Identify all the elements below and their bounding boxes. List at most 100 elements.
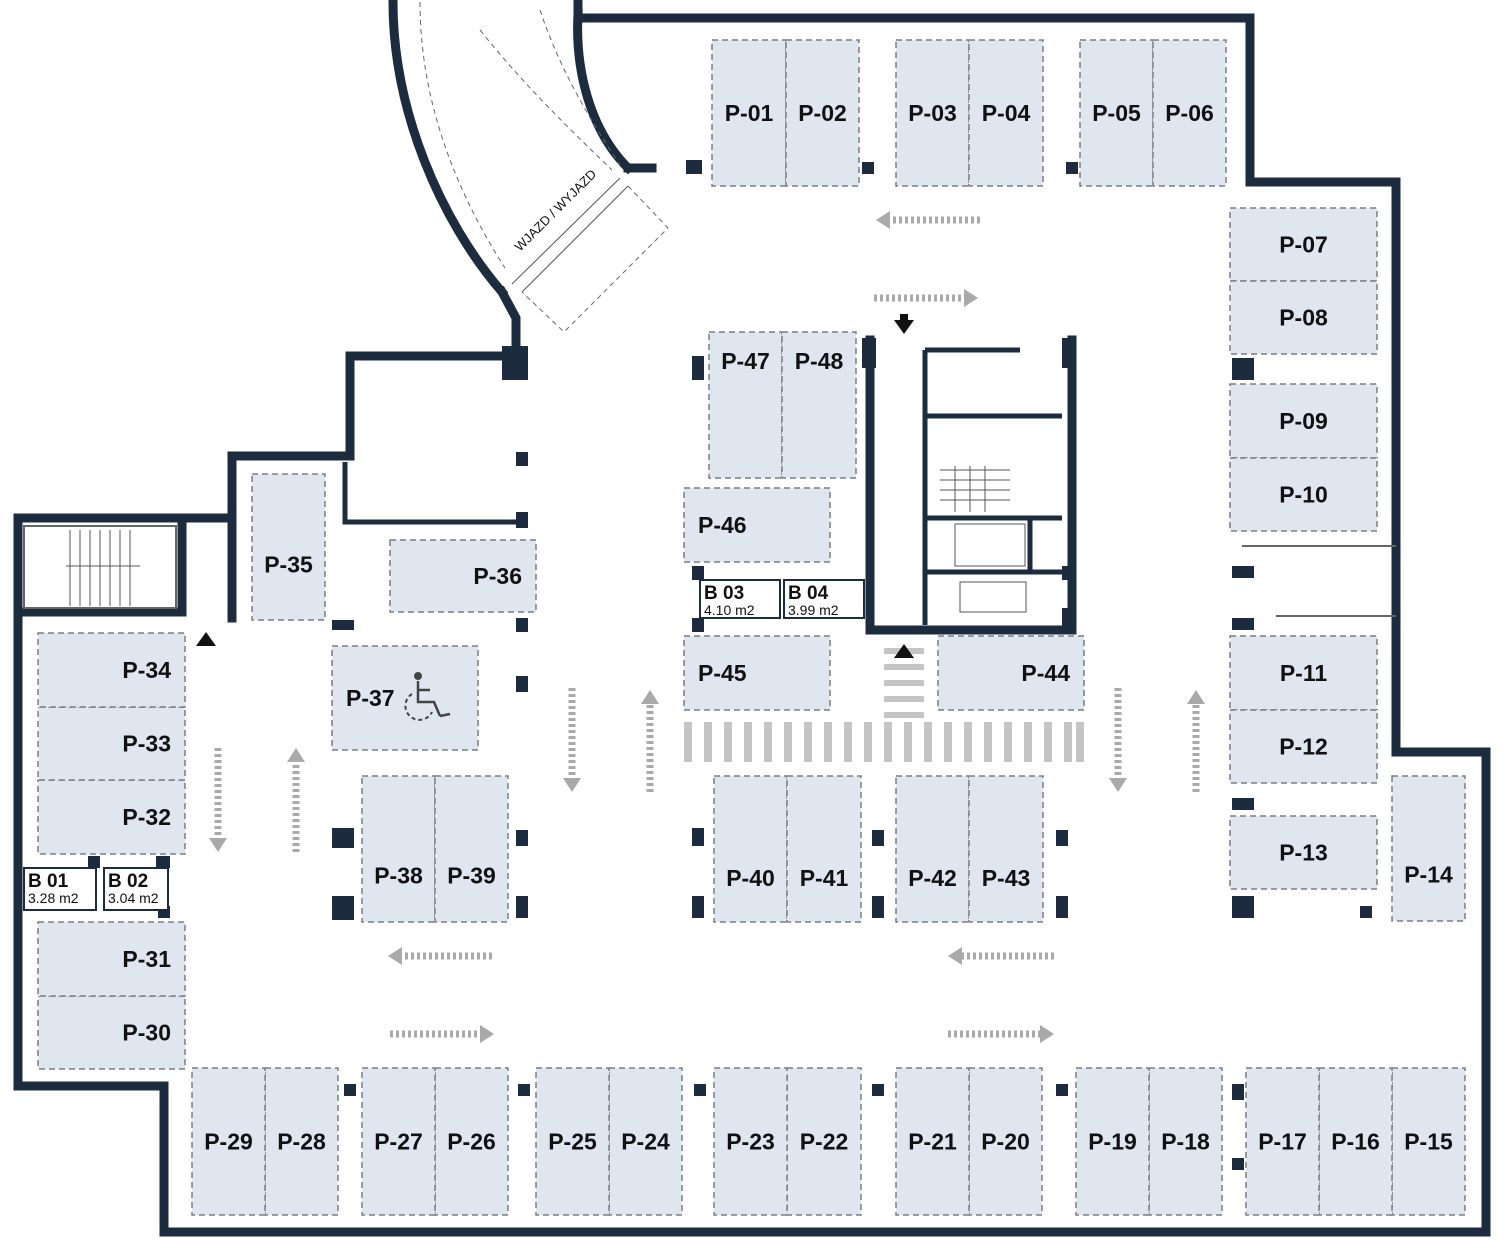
parking-space-outline: [895, 1067, 970, 1216]
parking-space-outline: [1148, 1067, 1223, 1216]
parking-space: P-41: [786, 775, 862, 923]
parking-space-label: P-31: [122, 946, 171, 972]
storage-unit-outline: [103, 867, 169, 911]
traffic-direction-arrow-icon: [209, 748, 227, 852]
traffic-arrows: [209, 211, 1205, 1043]
parking-space: P-37: [331, 645, 479, 751]
parking-space-label: P-06: [1165, 100, 1214, 126]
parking-space-outline: [1229, 207, 1378, 282]
parking-space-label: P-15: [1404, 1129, 1453, 1155]
exterior-walls: [13, 0, 1491, 1237]
parking-space-outline: [1079, 39, 1154, 187]
traffic-direction-arrow-icon: [390, 1025, 494, 1043]
parking-space-label: P-16: [1331, 1129, 1380, 1155]
parking-space-label: P-48: [795, 348, 844, 374]
parking-space: P-01: [711, 39, 787, 187]
parking-space: P-39: [434, 775, 509, 923]
parking-space-label: P-25: [548, 1129, 597, 1155]
parking-space: P-45: [683, 635, 831, 711]
parking-space-outline: [785, 39, 860, 187]
parking-space: P-35: [251, 473, 326, 621]
parking-space-outline: [535, 1067, 610, 1216]
parking-space: P-36: [389, 539, 537, 613]
parking-space-outline: [1152, 39, 1227, 187]
storage-unit: B 043.99 m2: [783, 579, 865, 619]
parking-space-outline: [895, 775, 970, 923]
parking-space-outline: [361, 775, 436, 923]
parking-space: P-42: [895, 775, 970, 923]
parking-space-outline: [389, 539, 537, 613]
parking-space-outline: [1229, 815, 1378, 890]
parking-space: P-26: [434, 1067, 509, 1216]
storage-unit: B 034.10 m2: [699, 579, 781, 619]
storage-unit-outline: [699, 579, 781, 619]
parking-space: P-10: [1229, 457, 1378, 532]
parking-space-outline: [713, 1067, 788, 1216]
parking-space: P-12: [1229, 709, 1378, 784]
parking-space-outline: [713, 775, 788, 923]
traffic-direction-arrow-icon: [388, 947, 492, 965]
parking-space-label: P-29: [204, 1129, 253, 1155]
parking-space: P-16: [1318, 1067, 1393, 1216]
parking-space: P-27: [361, 1067, 436, 1216]
parking-space: P-24: [608, 1067, 683, 1216]
parking-space-outline: [434, 775, 509, 923]
parking-space-label: P-19: [1088, 1129, 1137, 1155]
parking-space-label: P-38: [374, 862, 423, 888]
parking-space-outline: [331, 645, 479, 751]
parking-space: P-28: [264, 1067, 339, 1216]
parking-space-label: P-39: [447, 862, 496, 888]
parking-space-label: P-37: [346, 685, 395, 711]
entry-arrow-icon: [196, 314, 914, 658]
parking-space-label: P-43: [982, 865, 1031, 891]
parking-space: P-48: [781, 331, 857, 479]
storage-unit-area: 3.04 m2: [108, 890, 159, 906]
parking-space-label: P-30: [122, 1020, 171, 1046]
parking-space: P-02: [785, 39, 860, 187]
parking-space-outline: [37, 921, 186, 997]
parking-space-label: P-28: [277, 1129, 326, 1155]
parking-space-outline: [1245, 1067, 1320, 1216]
parking-space-label: P-26: [447, 1129, 496, 1155]
parking-space-label: P-42: [908, 865, 957, 891]
parking-space-label: P-12: [1279, 734, 1328, 760]
parking-space: P-32: [37, 779, 186, 855]
parking-space-label: P-23: [726, 1129, 775, 1155]
parking-space-label: P-40: [726, 865, 775, 891]
parking-space-outline: [434, 1067, 509, 1216]
parking-space: P-31: [37, 921, 186, 997]
storage-unit-label: B 01: [28, 871, 69, 892]
parking-space-label: P-05: [1092, 100, 1141, 126]
parking-space: P-18: [1148, 1067, 1223, 1216]
parking-space-outline: [711, 39, 787, 187]
traffic-direction-arrow-icon: [563, 688, 581, 792]
right-room: [1242, 545, 1396, 617]
parking-space-label: P-02: [798, 100, 847, 126]
storage-unit-label: B 04: [788, 583, 829, 604]
storage-unit-outline: [783, 579, 865, 619]
storage-unit-label: B 02: [108, 871, 148, 892]
parking-space-label: P-34: [122, 657, 171, 683]
parking-space-label: P-20: [981, 1129, 1030, 1155]
parking-space-outline: [1075, 1067, 1150, 1216]
traffic-direction-arrow-icon: [876, 211, 980, 229]
parking-space-label: P-47: [721, 348, 770, 374]
wheelchair-icon: [404, 672, 451, 721]
left-stairwell: [23, 525, 177, 609]
parking-space-outline: [781, 331, 857, 479]
parking-space: P-29: [191, 1067, 266, 1216]
parking-space-outline: [1229, 635, 1378, 711]
parking-space: P-13: [1229, 815, 1378, 890]
parking-space-outline: [968, 775, 1044, 923]
parking-space-label: P-44: [1021, 660, 1070, 686]
parking-space-outline: [1229, 457, 1378, 532]
parking-space-label: P-35: [264, 552, 313, 578]
parking-space: P-05: [1079, 39, 1154, 187]
parking-space-label: P-08: [1279, 305, 1328, 331]
parking-space-outline: [786, 1067, 862, 1216]
parking-space-label: P-17: [1258, 1129, 1307, 1155]
storage-unit: B 023.04 m2: [103, 867, 169, 911]
storage-unit-label: B 03: [704, 583, 744, 604]
parking-space-label: P-22: [800, 1129, 849, 1155]
